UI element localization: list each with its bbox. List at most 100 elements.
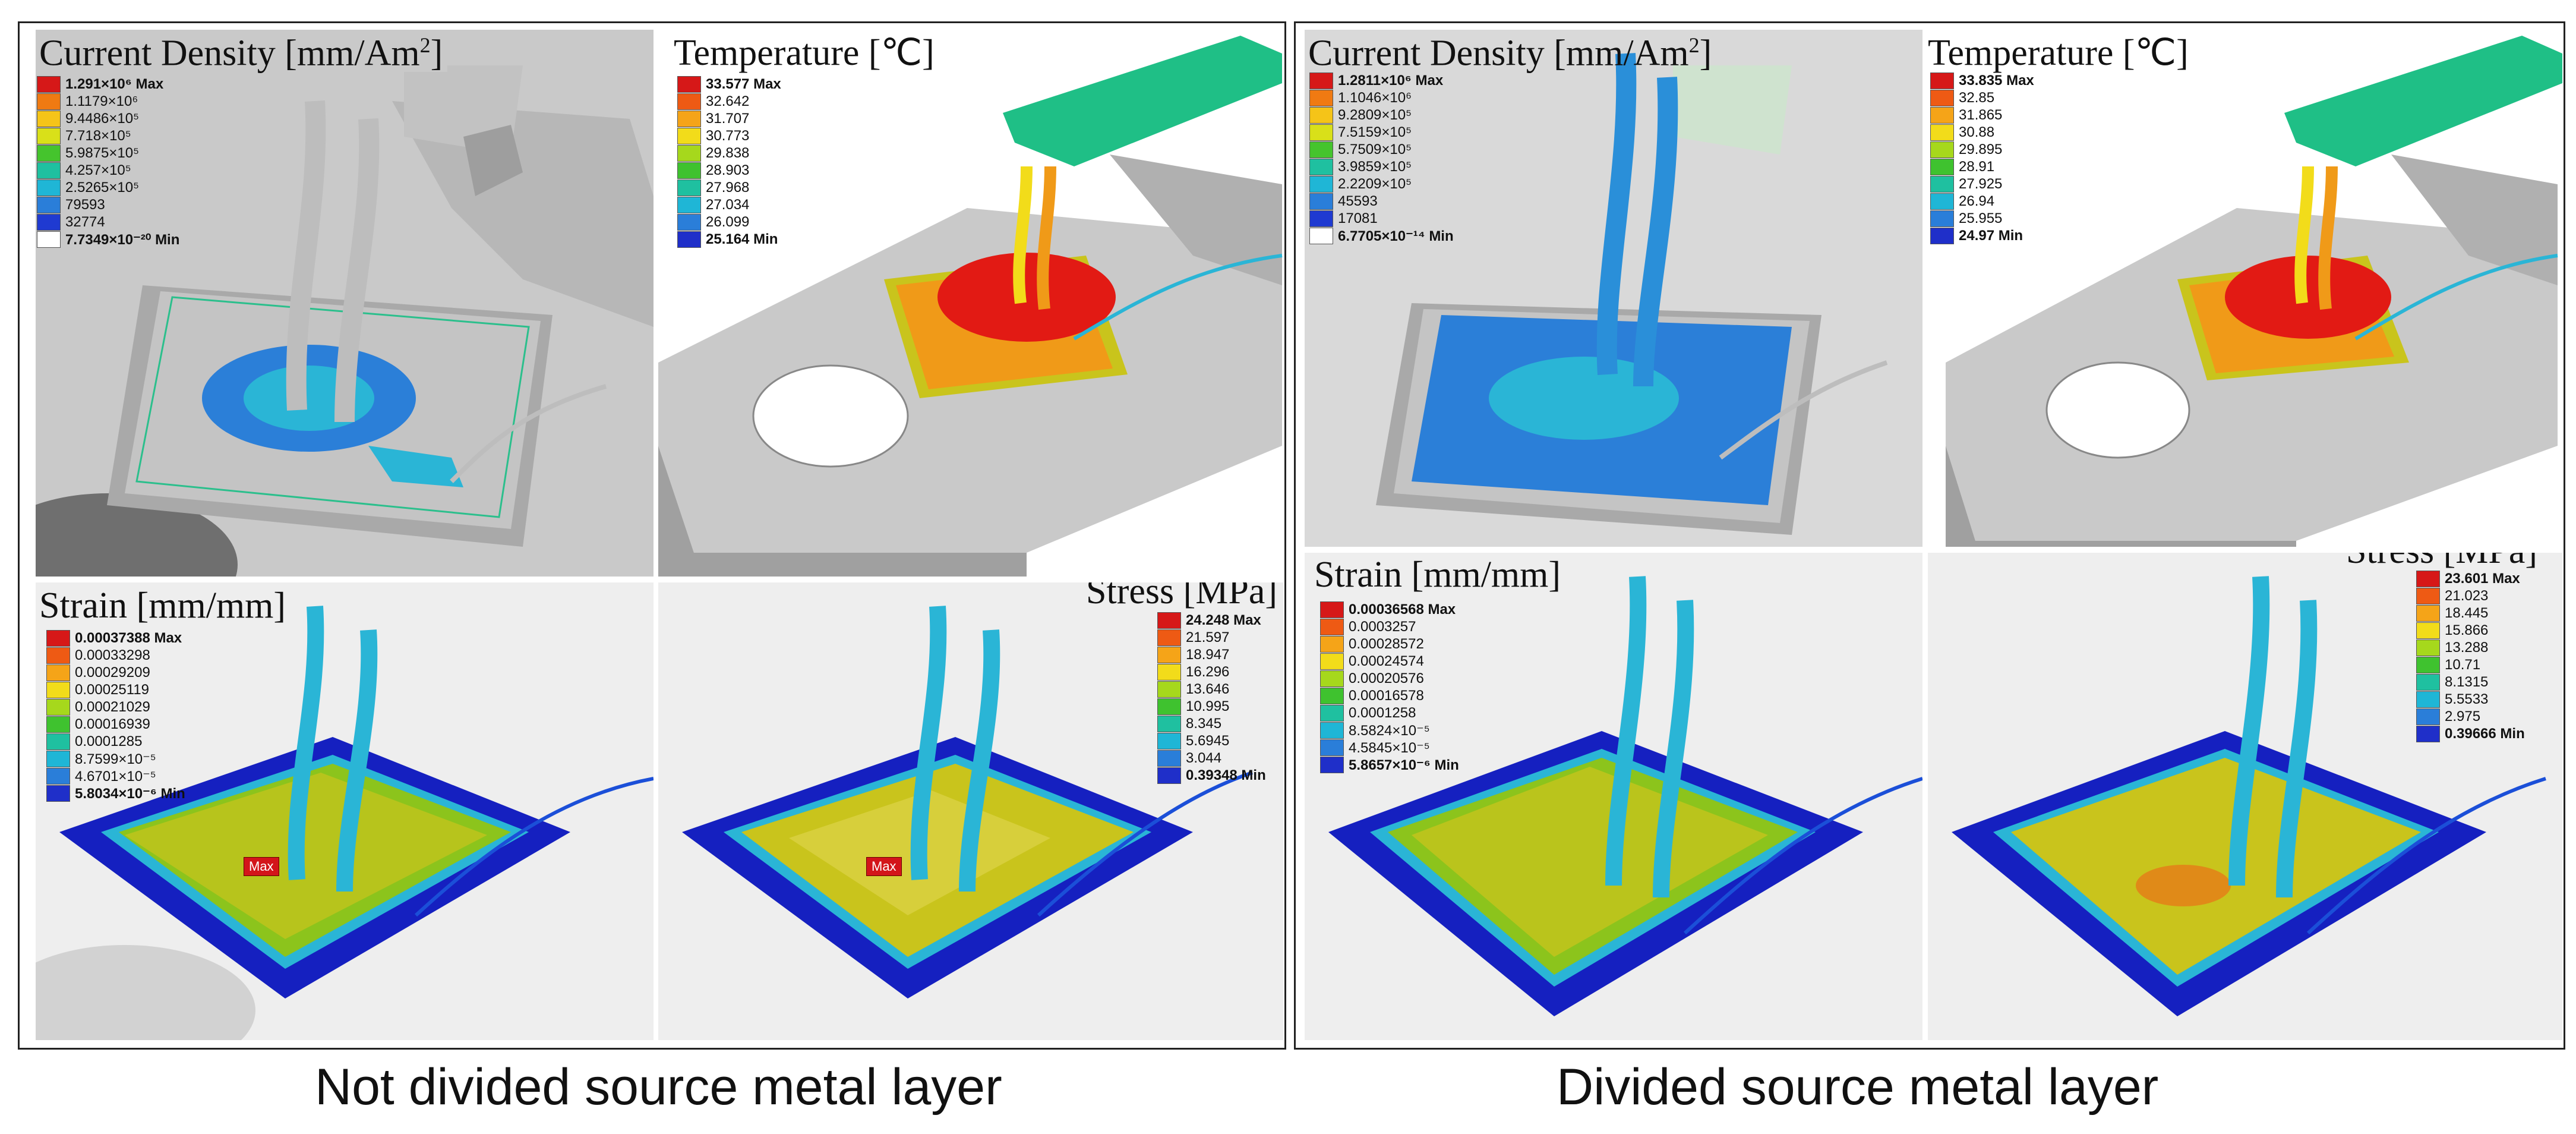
legend-entry: 18.445 xyxy=(2416,605,2488,622)
legend-label: 8.5824×10⁻⁵ xyxy=(1349,722,1430,739)
legend-label: 0.00036568 Max xyxy=(1349,601,1456,618)
legend-label: 3.044 xyxy=(1186,750,1222,766)
legend-label: 0.00024574 xyxy=(1349,653,1424,669)
legend-label: 2.975 xyxy=(2445,708,2481,724)
legend-entry: 30.773 xyxy=(677,128,749,144)
legend-label: 28.91 xyxy=(1959,159,1995,175)
legend-entry: 13.646 xyxy=(1157,681,1229,698)
legend-swatch xyxy=(2416,640,2440,656)
legend-entry: 3.9859×10⁵ xyxy=(1309,159,1412,175)
legend-label: 0.00029209 xyxy=(75,664,150,681)
legend-entry: 24.248 Max xyxy=(1157,612,1261,629)
legend-swatch xyxy=(1309,210,1333,227)
legend-swatch xyxy=(1930,176,1954,193)
legend-swatch xyxy=(2416,588,2440,604)
legend-label: 27.925 xyxy=(1959,176,2003,192)
legend-label: 23.601 Max xyxy=(2445,571,2520,587)
legend-entry: 27.034 xyxy=(677,197,749,213)
legend-label: 0.00033298 xyxy=(75,647,150,663)
legend-swatch xyxy=(1320,670,1344,687)
legend-entry: 32.85 xyxy=(1930,90,1994,106)
legend-label: 0.0001285 xyxy=(75,733,143,749)
legend-entry: 8.5824×10⁻⁵ xyxy=(1320,722,1430,739)
legend-swatch xyxy=(1320,653,1344,670)
legend-label: 0.00016939 xyxy=(75,716,150,732)
legend-entry: 1.1179×10⁶ xyxy=(37,93,138,110)
legend-label: 18.947 xyxy=(1186,647,1230,663)
legend-swatch xyxy=(2416,657,2440,673)
legend-label: 9.2809×10⁵ xyxy=(1338,107,1412,123)
legend-label: 7.718×10⁵ xyxy=(65,128,131,144)
legend-swatch xyxy=(677,111,701,127)
legend-label: 0.39666 Min xyxy=(2445,726,2525,742)
legend-swatch xyxy=(1309,141,1333,158)
legend-entry: 10.71 xyxy=(2416,657,2480,673)
legend-swatch xyxy=(1309,159,1333,175)
legend-swatch xyxy=(46,647,70,664)
current-density-render xyxy=(36,30,654,577)
legend-label: 25.164 Min xyxy=(706,231,778,247)
legend-swatch xyxy=(677,76,701,93)
legend-swatch xyxy=(37,93,61,110)
legend-entry: 7.718×10⁵ xyxy=(37,128,131,144)
legend-entry: 10.995 xyxy=(1157,698,1229,715)
legend-swatch xyxy=(1157,750,1181,767)
legend-entry: 6.7705×10⁻¹⁴ Min xyxy=(1309,228,1454,244)
legend-label: 30.773 xyxy=(706,128,750,144)
legend-swatch xyxy=(1320,688,1344,704)
legend-label: 32.642 xyxy=(706,93,750,109)
legend-label: 5.7509×10⁵ xyxy=(1338,141,1412,158)
legend-entry: 0.00036568 Max xyxy=(1320,601,1456,618)
stress-render xyxy=(1928,553,2562,1040)
legend-swatch xyxy=(2416,708,2440,725)
legend-entry: 0.00020576 xyxy=(1320,670,1424,687)
legend-entry: 0.00025119 xyxy=(46,682,149,698)
legend-swatch xyxy=(1930,90,1954,106)
legend-swatch xyxy=(2416,691,2440,708)
legend-entry: 0.0003257 xyxy=(1320,619,1416,635)
legend-entry: 0.00024574 xyxy=(1320,653,1424,670)
legend-entry: 21.597 xyxy=(1157,629,1229,646)
legend-entry: 28.903 xyxy=(677,162,749,179)
legend-entry: 0.0001285 xyxy=(46,733,142,750)
legend-swatch xyxy=(37,162,61,179)
legend-swatch xyxy=(1930,159,1954,175)
legend-swatch xyxy=(1157,767,1181,784)
stress-render xyxy=(658,582,1283,1040)
legend-swatch xyxy=(1309,228,1333,244)
legend-swatch xyxy=(1930,210,1954,227)
legend-swatch xyxy=(46,630,70,647)
legend-entry: 32.642 xyxy=(677,93,749,110)
legend-swatch xyxy=(46,699,70,716)
stress-max-marker: Max xyxy=(866,857,902,876)
legend-label: 8.1315 xyxy=(2445,674,2489,690)
legend-entry: 5.9875×10⁵ xyxy=(37,145,139,162)
legend-swatch xyxy=(1157,681,1181,698)
legend-swatch xyxy=(2416,605,2440,622)
legend-label: 0.00037388 Max xyxy=(75,630,182,646)
current-density-title: Current Density [mm/Am2] xyxy=(39,34,448,72)
legend-swatch xyxy=(1157,647,1181,663)
legend-swatch xyxy=(1309,90,1333,106)
legend-label: 5.6945 xyxy=(1186,733,1230,749)
legend-swatch xyxy=(37,231,61,248)
legend-label: 6.7705×10⁻¹⁴ Min xyxy=(1338,228,1454,244)
legend-label: 27.968 xyxy=(706,179,750,196)
legend-entry: 0.00021029 xyxy=(46,699,150,716)
legend-label: 18.445 xyxy=(2445,605,2489,621)
legend-entry: 33.577 Max xyxy=(677,76,781,93)
legend-entry: 3.044 xyxy=(1157,750,1221,767)
legend-label: 24.248 Max xyxy=(1186,612,1261,628)
legend-label: 31.707 xyxy=(706,111,750,127)
legend-entry: 9.2809×10⁵ xyxy=(1309,107,1412,124)
legend-label: 4.5845×10⁻⁵ xyxy=(1349,739,1430,756)
legend-label: 21.597 xyxy=(1186,629,1230,645)
legend-entry: 29.838 xyxy=(677,145,749,162)
legend-swatch xyxy=(1930,124,1954,141)
legend-swatch xyxy=(46,785,70,802)
legend-label: 4.257×10⁵ xyxy=(65,162,131,178)
